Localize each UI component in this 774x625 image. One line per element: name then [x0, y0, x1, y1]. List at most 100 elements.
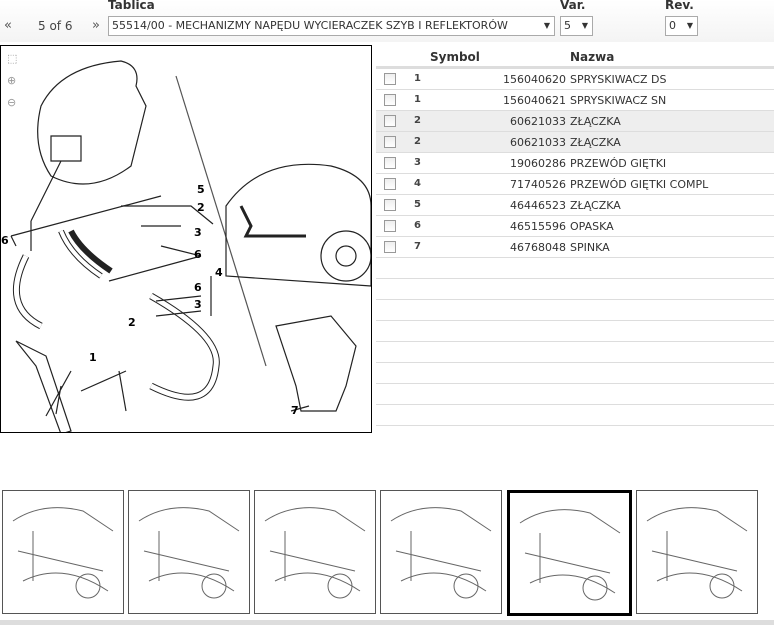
callout[interactable]: 2: [197, 201, 205, 214]
callout[interactable]: 3: [194, 298, 202, 311]
row-name: ZŁĄCZKA: [570, 136, 621, 149]
thumbnail-image: [646, 507, 748, 599]
table-label: Tablica: [108, 0, 155, 12]
row-name: OPASKA: [570, 220, 614, 233]
name-header: Nazwa: [570, 50, 615, 64]
empty-row: [376, 279, 774, 300]
row-checkbox[interactable]: [384, 73, 396, 85]
callout[interactable]: 7: [291, 404, 299, 417]
table-select-value: 55514/00 - MECHANIZMY NAPĘDU WYCIERACZEK…: [112, 19, 508, 32]
page-info: 5 of 6: [38, 19, 73, 33]
callout[interactable]: 5: [197, 183, 205, 196]
thumbnail[interactable]: [2, 490, 124, 614]
thumbnail[interactable]: [380, 490, 502, 614]
thumbnail[interactable]: [254, 490, 376, 614]
row-checkbox[interactable]: [384, 199, 396, 211]
empty-row: [376, 363, 774, 384]
row-name: PRZEWÓD GIĘTKI COMPL: [570, 178, 709, 191]
table-row[interactable]: 3 19060286 PRZEWÓD GIĘTKI: [376, 153, 774, 174]
empty-row: [376, 300, 774, 321]
next-page-button[interactable]: »: [92, 18, 100, 33]
zoom-in-icon[interactable]: ⊕: [7, 74, 17, 87]
toolbar: Tablica Var. Rev. « 5 of 6 » 55514/00 - …: [0, 0, 774, 42]
callout[interactable]: 6: [194, 248, 202, 261]
row-name: ZŁĄCZKA: [570, 115, 621, 128]
callout[interactable]: 1: [89, 351, 97, 364]
thumbnail[interactable]: [636, 490, 758, 614]
row-symbol: 5: [414, 199, 421, 210]
rev-select[interactable]: 0▼: [665, 16, 698, 36]
row-name: ZŁĄCZKA: [570, 199, 621, 212]
row-symbol: 4: [414, 178, 421, 189]
callout[interactable]: 2: [128, 316, 136, 329]
parts-table: Symbol Nazwa 1 156040620 SPRYSKIWACZ DS …: [376, 45, 774, 426]
scrollbar[interactable]: [0, 620, 774, 625]
row-part-number: 156040620: [503, 73, 566, 86]
table-row[interactable]: 2 60621033 ZŁĄCZKA: [376, 132, 774, 153]
row-symbol: 7: [414, 241, 421, 252]
thumbnail-selected[interactable]: [507, 490, 632, 616]
row-name: SPRYSKIWACZ DS: [570, 73, 667, 86]
thumbnail[interactable]: [128, 490, 250, 614]
table-row[interactable]: 1 156040621 SPRYSKIWACZ SN: [376, 90, 774, 111]
row-symbol: 2: [414, 136, 421, 147]
table-row[interactable]: 1 156040620 SPRYSKIWACZ DS: [376, 69, 774, 90]
callout[interactable]: 4: [215, 266, 223, 279]
row-checkbox[interactable]: [384, 115, 396, 127]
rev-select-value: 0: [669, 19, 676, 32]
empty-row: [376, 384, 774, 405]
var-label: Var.: [560, 0, 586, 12]
var-select[interactable]: 5▼: [560, 16, 593, 36]
var-select-value: 5: [564, 19, 571, 32]
thumbnail-image: [519, 509, 621, 601]
row-name: SPRYSKIWACZ SN: [570, 94, 667, 107]
symbol-header: Symbol: [430, 50, 480, 64]
parts-diagram[interactable]: ⬚ ⊕ ⊖ 5 2 3 6 4 6 3 2 1 6 7: [0, 45, 372, 433]
row-symbol: 3: [414, 157, 421, 168]
row-checkbox[interactable]: [384, 241, 396, 253]
row-checkbox[interactable]: [384, 94, 396, 106]
row-part-number: 60621033: [510, 115, 566, 128]
row-symbol: 1: [414, 94, 421, 105]
zoom-out-icon[interactable]: ⊖: [7, 96, 17, 109]
row-part-number: 46515596: [510, 220, 566, 233]
empty-row: [376, 321, 774, 342]
table-row[interactable]: 2 60621033 ZŁĄCZKA: [376, 111, 774, 132]
thumbnail-image: [264, 507, 366, 599]
thumbnail-image: [12, 507, 114, 599]
table-header: Symbol Nazwa: [376, 45, 774, 69]
row-part-number: 156040621: [503, 94, 566, 107]
fit-icon[interactable]: ⬚: [7, 52, 18, 65]
row-checkbox[interactable]: [384, 178, 396, 190]
table-row[interactable]: 6 46515596 OPASKA: [376, 216, 774, 237]
diagram-drawing: [10, 60, 371, 432]
row-part-number: 46446523: [510, 199, 566, 212]
chevron-down-icon: ▼: [686, 21, 693, 30]
thumbnail-image: [138, 507, 240, 599]
callout[interactable]: 3: [194, 226, 202, 239]
row-part-number: 19060286: [510, 157, 566, 170]
row-symbol: 1: [414, 73, 421, 84]
callout[interactable]: 6: [194, 281, 202, 294]
chevron-down-icon: ▼: [581, 21, 588, 30]
row-part-number: 71740526: [510, 178, 566, 191]
table-row[interactable]: 4 71740526 PRZEWÓD GIĘTKI COMPL: [376, 174, 774, 195]
row-checkbox[interactable]: [384, 136, 396, 148]
callout[interactable]: 6: [1, 234, 9, 247]
empty-row: [376, 405, 774, 426]
row-part-number: 46768048: [510, 241, 566, 254]
thumbnail-strip: [0, 490, 774, 616]
row-name: SPINKA: [570, 241, 610, 254]
thumbnail-image: [390, 507, 492, 599]
row-part-number: 60621033: [510, 136, 566, 149]
row-checkbox[interactable]: [384, 220, 396, 232]
row-checkbox[interactable]: [384, 157, 396, 169]
row-name: PRZEWÓD GIĘTKI: [570, 157, 667, 170]
row-symbol: 6: [414, 220, 421, 231]
rev-label: Rev.: [665, 0, 694, 12]
table-row[interactable]: 5 46446523 ZŁĄCZKA: [376, 195, 774, 216]
table-select[interactable]: 55514/00 - MECHANIZMY NAPĘDU WYCIERACZEK…: [108, 16, 555, 36]
table-row[interactable]: 7 46768048 SPINKA: [376, 237, 774, 258]
prev-page-button[interactable]: «: [4, 18, 12, 33]
empty-row: [376, 342, 774, 363]
